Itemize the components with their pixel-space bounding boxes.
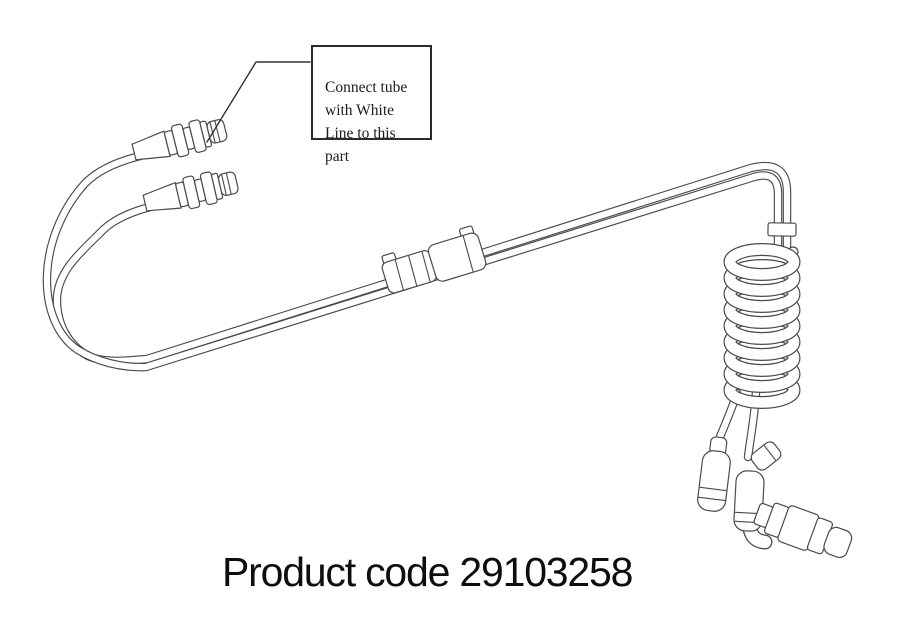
- tube-bundle: [42, 151, 792, 372]
- pipe-seam: [767, 222, 797, 237]
- inline-coupling: [381, 225, 487, 294]
- callout-box: Connect tube with White Line to this par…: [311, 45, 432, 165]
- callout-leader-line: [206, 61, 311, 143]
- side-nut: [750, 441, 782, 471]
- coil-section: [723, 243, 801, 409]
- quick-connect-fitting-upper: [129, 113, 230, 169]
- callout-text: Connect tube with White Line to this par…: [325, 79, 408, 165]
- quick-connect-fitting-lower: [140, 165, 241, 220]
- product-code-label: Product code 29103258: [222, 549, 633, 595]
- stepped-connector: [753, 502, 853, 559]
- left-vertical-fitting: [697, 436, 731, 512]
